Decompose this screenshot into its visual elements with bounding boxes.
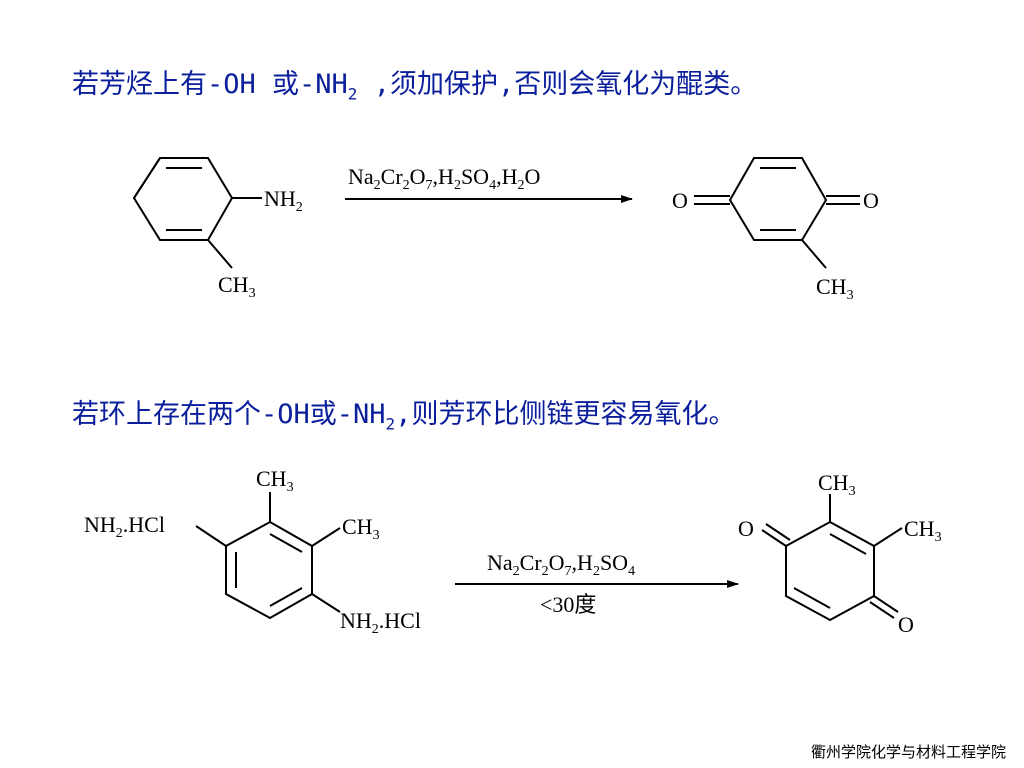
- product-2-top-methyl-label: CH3: [818, 470, 856, 499]
- product-2-right-methyl-label: CH3: [904, 516, 942, 545]
- reactant-1-amine-label: NH2: [264, 186, 303, 215]
- reaction-2-conditions: Na2Cr2O7,H2SO4: [487, 550, 635, 579]
- reactant-2-top-methyl-label: CH3: [256, 466, 294, 495]
- product-2-oxo-bottom-label: O: [898, 612, 914, 637]
- headline-2-text: 若环上存在两个-OH或-NH: [72, 399, 386, 430]
- headline-1-text: 若芳烃上有-OH 或-NH: [72, 69, 348, 100]
- headline-ring-oxidation-note: 若环上存在两个-OH或-NH2,则芳环比侧链更容易氧化。: [72, 392, 735, 433]
- institution-footer: 衢州学院化学与材料工程学院: [810, 743, 1006, 761]
- reaction-2-temperature: <30度: [540, 592, 596, 617]
- headline-1-subscript: 2: [347, 84, 358, 104]
- headline-protection-note: 若芳烃上有-OH 或-NH2 ,须加保护,否则会氧化为醌类。: [72, 62, 757, 103]
- product-2-oxo-top-label: O: [738, 516, 754, 541]
- reactant-2-right-methyl-label: CH3: [342, 514, 380, 543]
- product-2-structure: [761, 494, 903, 622]
- product-1-methyl-label: CH3: [816, 274, 854, 303]
- product-1-oxo-right-label: O: [863, 188, 879, 213]
- headline-2-text-tail: ,则芳环比侧链更容易氧化。: [395, 399, 736, 430]
- reaction-1-conditions: Na2Cr2O7,H2SO4,H2O: [348, 164, 540, 193]
- reactant-2-bottom-amine-label: NH2.HCl: [340, 608, 421, 637]
- product-1-oxo-left-label: O: [672, 188, 688, 213]
- product-1-structure: [694, 157, 860, 269]
- headline-1-text-tail: ,须加保护,否则会氧化为醌类。: [357, 69, 758, 100]
- reactant-1-structure: [132, 157, 262, 269]
- reactant-2-structure: [195, 492, 341, 620]
- headline-2-subscript: 2: [385, 414, 396, 434]
- reactant-1-methyl-label: CH3: [218, 272, 256, 301]
- reactant-2-left-amine-label: NH2.HCl: [84, 512, 165, 541]
